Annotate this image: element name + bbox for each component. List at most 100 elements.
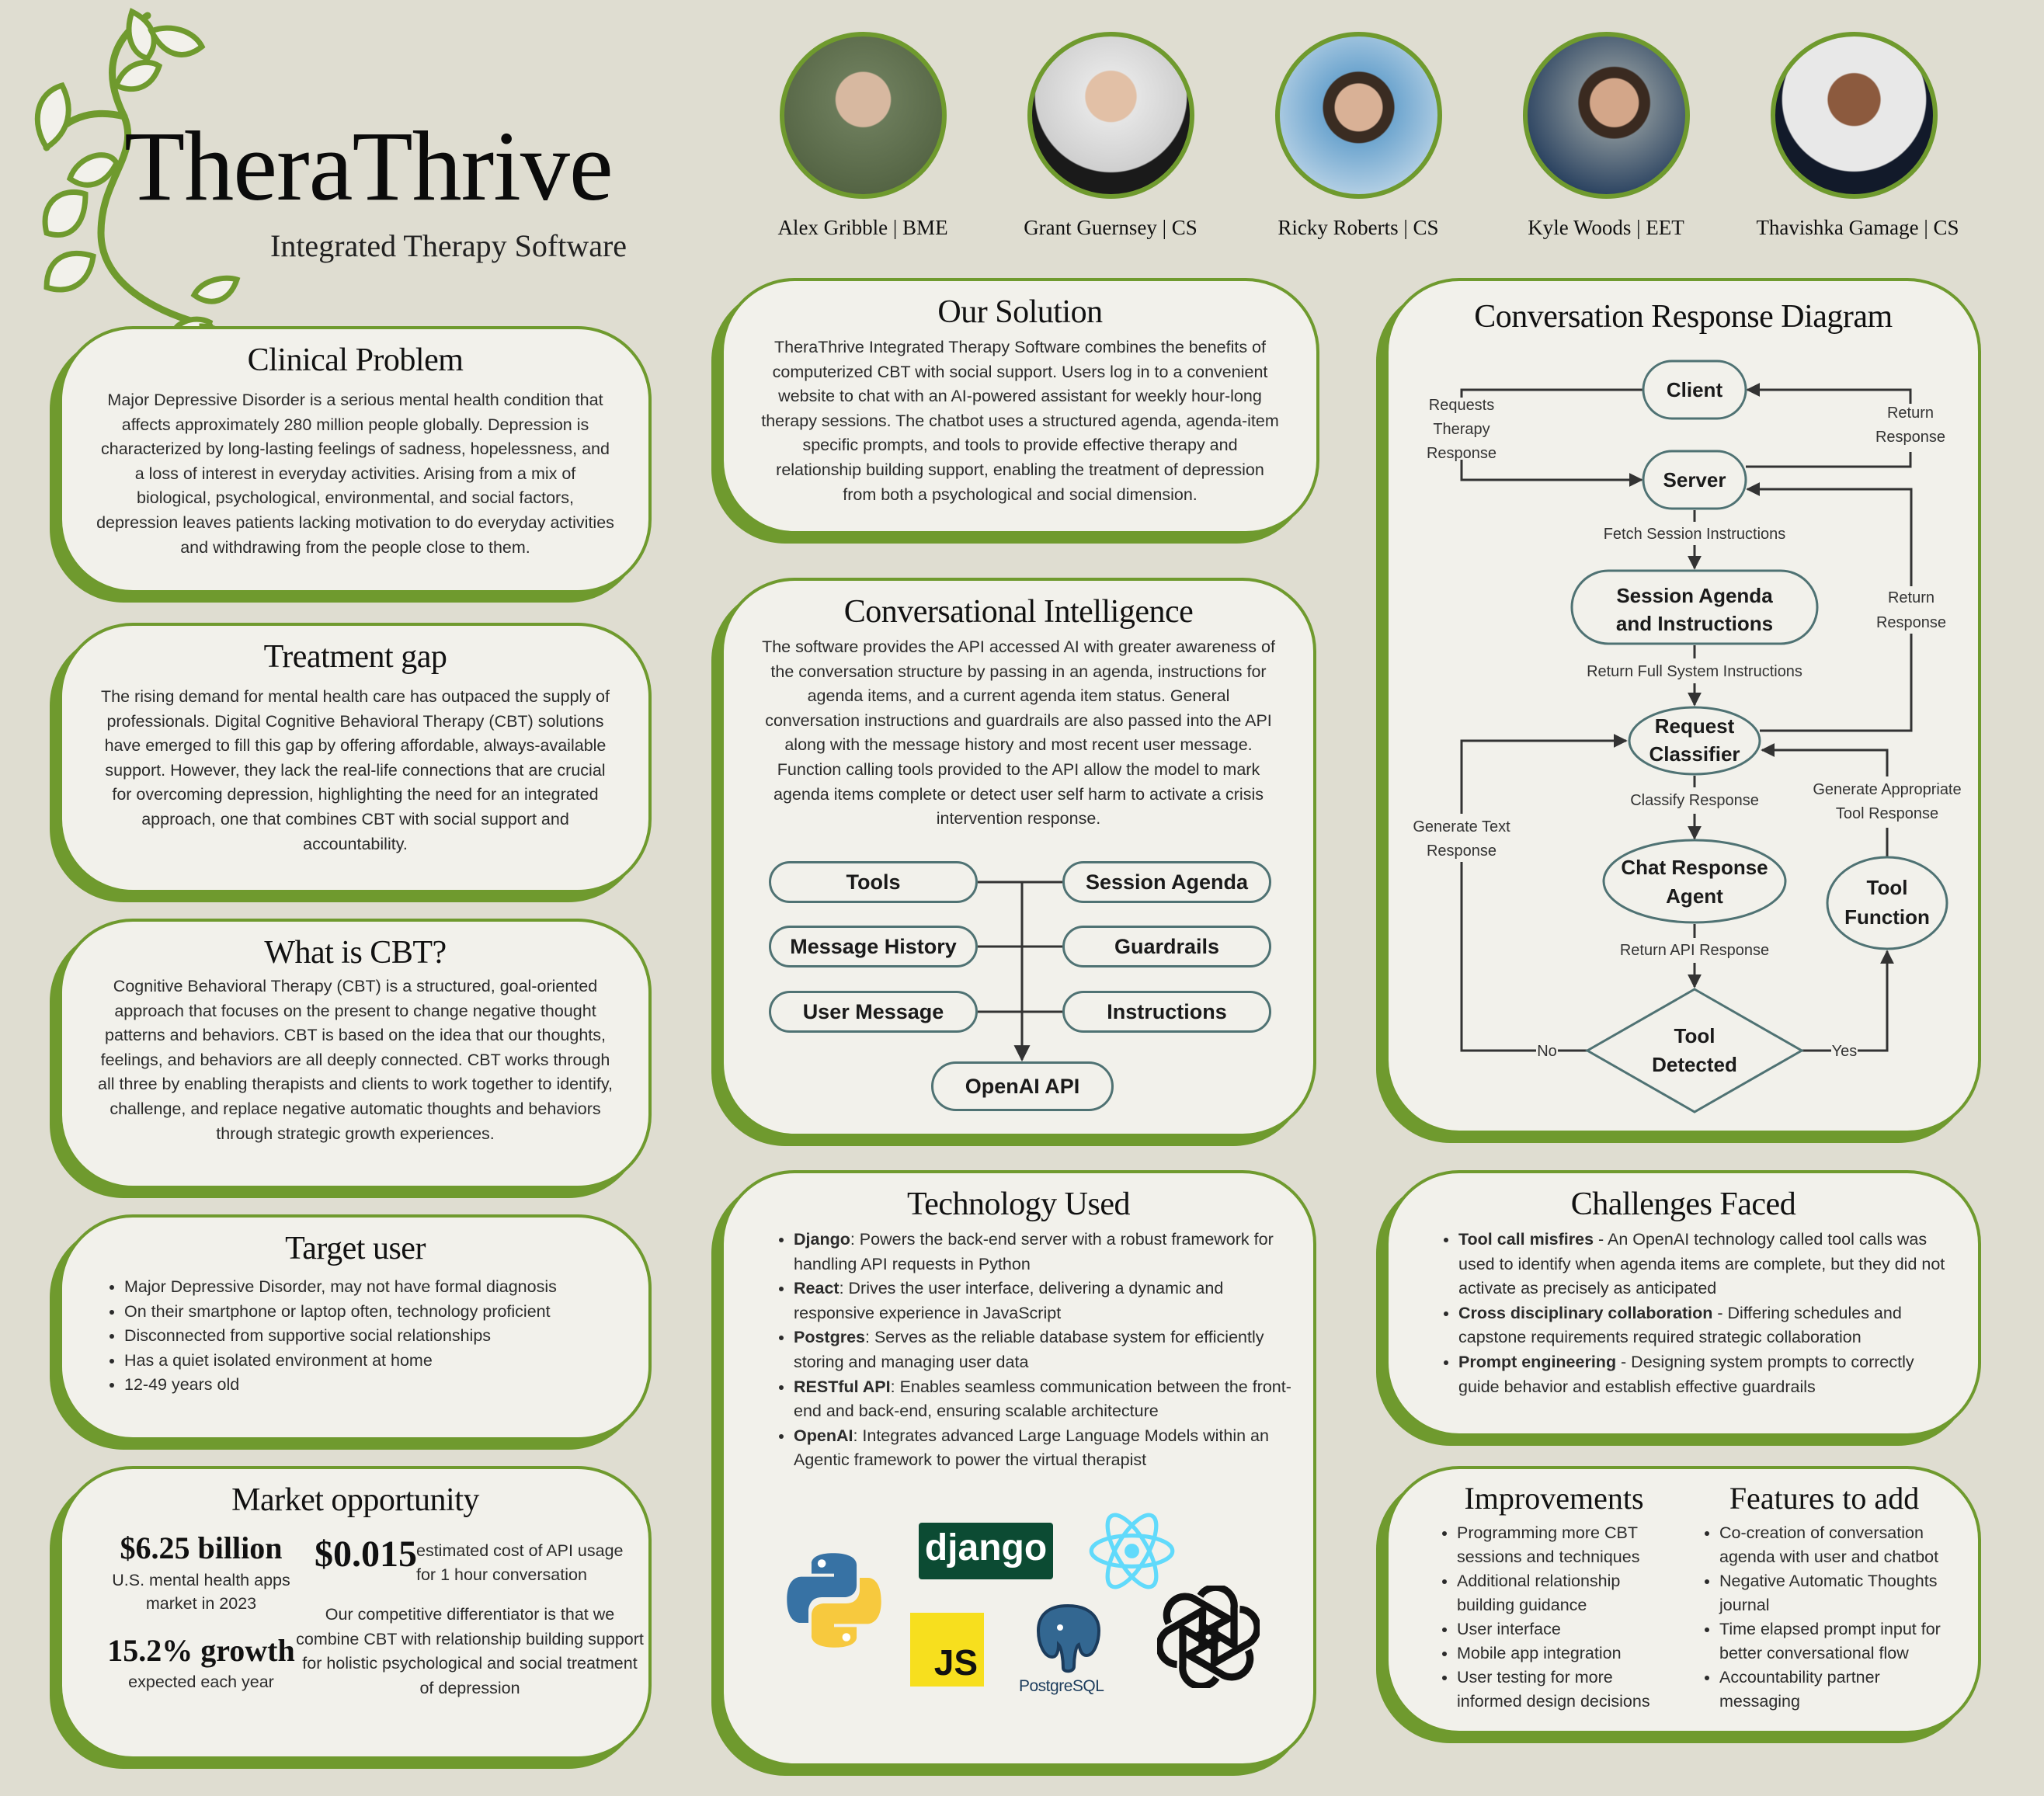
panel-heading: Target user (285, 1231, 426, 1266)
panel-heading: What is CBT? (264, 935, 447, 971)
panel-heading: Clinical Problem (247, 342, 464, 378)
treatment-gap-panel: Treatment gap The rising demand for ment… (59, 623, 652, 893)
list-item: On their smartphone or laptop often, tec… (124, 1300, 617, 1325)
list-item: Prompt engineering - Designing system pr… (1458, 1350, 1955, 1399)
list-item: Tool call misfires - An OpenAI technolog… (1458, 1228, 1955, 1301)
panel-heading: Technology Used (907, 1186, 1131, 1222)
list-item: Negative Automatic Thoughts journal (1719, 1569, 1960, 1617)
edge-label: Classify Response (1630, 792, 1759, 809)
edge-label: Response (1427, 445, 1496, 462)
node-label: Function (1844, 905, 1930, 929)
tech-name: Django (794, 1230, 850, 1249)
conversation-flow-diagram: Client Server Session Agenda and Instruc… (1413, 360, 1962, 1113)
panel-heading: Conversational Intelligence (843, 594, 1194, 630)
panel-heading: Challenges Faced (1570, 1186, 1796, 1222)
tech-desc: : Powers the back-end server with a robu… (794, 1230, 1274, 1273)
challenge-name: Tool call misfires (1458, 1230, 1594, 1249)
app-subtitle: Integrated Therapy Software (270, 228, 627, 263)
node-label: Classifier (1649, 742, 1740, 766)
panel-text: Major Depressive Disorder is a serious m… (96, 391, 614, 557)
api-cost-desc: estimated cost of API usage for 1 hour c… (416, 1541, 624, 1584)
team-photo (1027, 32, 1194, 199)
list-item: Cross disciplinary collaboration - Diffe… (1458, 1301, 1955, 1350)
team-member-name: Alex Gribble | BME (777, 216, 948, 239)
node-label: Server (1663, 468, 1726, 492)
node-chat-response-agent (1602, 839, 1787, 924)
edge-label: Generate Appropriate (1813, 781, 1961, 798)
tech-name: RESTful API (794, 1377, 891, 1396)
tech-desc: : Drives the user interface, delivering … (794, 1279, 1224, 1322)
node-label: Client (1667, 378, 1723, 401)
panel-text: The software provides the API accessed A… (762, 637, 1275, 829)
node-session-agenda (1570, 569, 1819, 645)
panel-text: Cognitive Behavioral Therapy (CBT) is a … (98, 977, 613, 1143)
flow-line (1760, 634, 1913, 732)
postgresql-logo-icon (1036, 1603, 1101, 1673)
clinical-problem-panel: Clinical Problem Major Depressive Disord… (59, 326, 652, 593)
ci-input-user-message: User Message (769, 991, 978, 1033)
node-label: Tool (1674, 1024, 1716, 1047)
ci-input-tools: Tools (769, 861, 978, 903)
panel-text: TheraThrive Integrated Therapy Software … (761, 338, 1279, 504)
django-logo: django (919, 1523, 1053, 1579)
challenge-desc: - Designing system prompts to correctly … (1458, 1352, 1914, 1396)
ci-input-session-agenda: Session Agenda (1062, 861, 1271, 903)
flow-arrow (1802, 951, 1887, 1052)
our-solution-panel: Our Solution TheraThrive Integrated Ther… (721, 278, 1319, 534)
list-item: User interface (1457, 1617, 1682, 1641)
team-member-name: Grant Guernsey | CS (1024, 216, 1198, 239)
tech-desc: : Serves as the reliable database system… (794, 1328, 1264, 1371)
ci-input-instructions: Instructions (1062, 991, 1271, 1033)
edge-label: Therapy (1433, 421, 1490, 438)
team-member-name: Kyle Woods | EET (1528, 216, 1684, 239)
features-column: Features to add Co-creation of conversat… (1688, 1480, 1960, 1714)
list-item: RESTful API: Enables seamless communicat… (794, 1375, 1298, 1424)
flow-arrow (1761, 743, 1889, 776)
flow-arrow (1460, 734, 1628, 814)
node-label: Session Agenda (1616, 584, 1773, 607)
target-user-panel: Target user Major Depressive Disorder, m… (59, 1214, 652, 1440)
node-label: Detected (1652, 1053, 1737, 1076)
list-item: Postgres: Serves as the reliable databas… (794, 1325, 1298, 1374)
list-item: Django: Powers the back-end server with … (794, 1228, 1298, 1277)
team-photo (1771, 32, 1938, 199)
edge-label: Response (1876, 614, 1946, 631)
edge-label: Tool Response (1836, 805, 1938, 822)
market-opportunity-panel: Market opportunity $6.25 billion U.S. me… (59, 1466, 652, 1760)
edge-label: No (1537, 1043, 1557, 1060)
panel-heading: Improvements (1464, 1481, 1644, 1516)
improvements-column: Improvements Programming more CBT sessio… (1426, 1480, 1682, 1714)
node-server (1642, 450, 1747, 510)
edge-label: Fetch Session Instructions (1604, 526, 1786, 543)
edge-label: Return Full System Instructions (1587, 663, 1802, 680)
edge-label: Response (1427, 842, 1496, 860)
node-tool-function (1826, 856, 1948, 950)
list-item: Co-creation of conversation agenda with … (1719, 1521, 1960, 1569)
list-item: Time elapsed prompt input for better con… (1719, 1617, 1960, 1666)
panel-heading: Our Solution (937, 294, 1103, 330)
challenge-name: Prompt engineering (1458, 1352, 1617, 1371)
edge-label: Return API Response (1620, 942, 1769, 959)
team-photo (1275, 32, 1442, 199)
challenges-panel: Challenges Faced Tool call misfires - An… (1385, 1170, 1981, 1436)
tech-desc: : Integrates advanced Large Language Mod… (794, 1426, 1269, 1470)
ci-input-message-history: Message History (769, 926, 978, 967)
growth-desc: expected each year (128, 1673, 274, 1691)
node-label: Request (1655, 714, 1735, 738)
api-cost-stat: $0.015 (315, 1534, 417, 1575)
python-logo-icon (787, 1553, 881, 1648)
javascript-logo: JS (910, 1613, 984, 1687)
node-label: and Instructions (1616, 612, 1773, 635)
tech-desc: : Enables seamless communication between… (794, 1377, 1291, 1421)
challenge-name: Cross disciplinary collaboration (1458, 1303, 1713, 1322)
list-item: Mobile app integration (1457, 1641, 1682, 1666)
panel-text: The rising demand for mental health care… (101, 687, 610, 853)
node-client (1642, 360, 1747, 420)
node-request-classifier (1628, 706, 1761, 776)
challenge-desc: - Differing schedules and capstone requi… (1458, 1303, 1902, 1347)
node-tool-detected (1584, 988, 1805, 1113)
flow-arrow (1746, 482, 1913, 586)
flow-arrow (1746, 383, 1912, 404)
conversation-diagram-panel: Conversation Response Diagram (1385, 278, 1981, 1134)
